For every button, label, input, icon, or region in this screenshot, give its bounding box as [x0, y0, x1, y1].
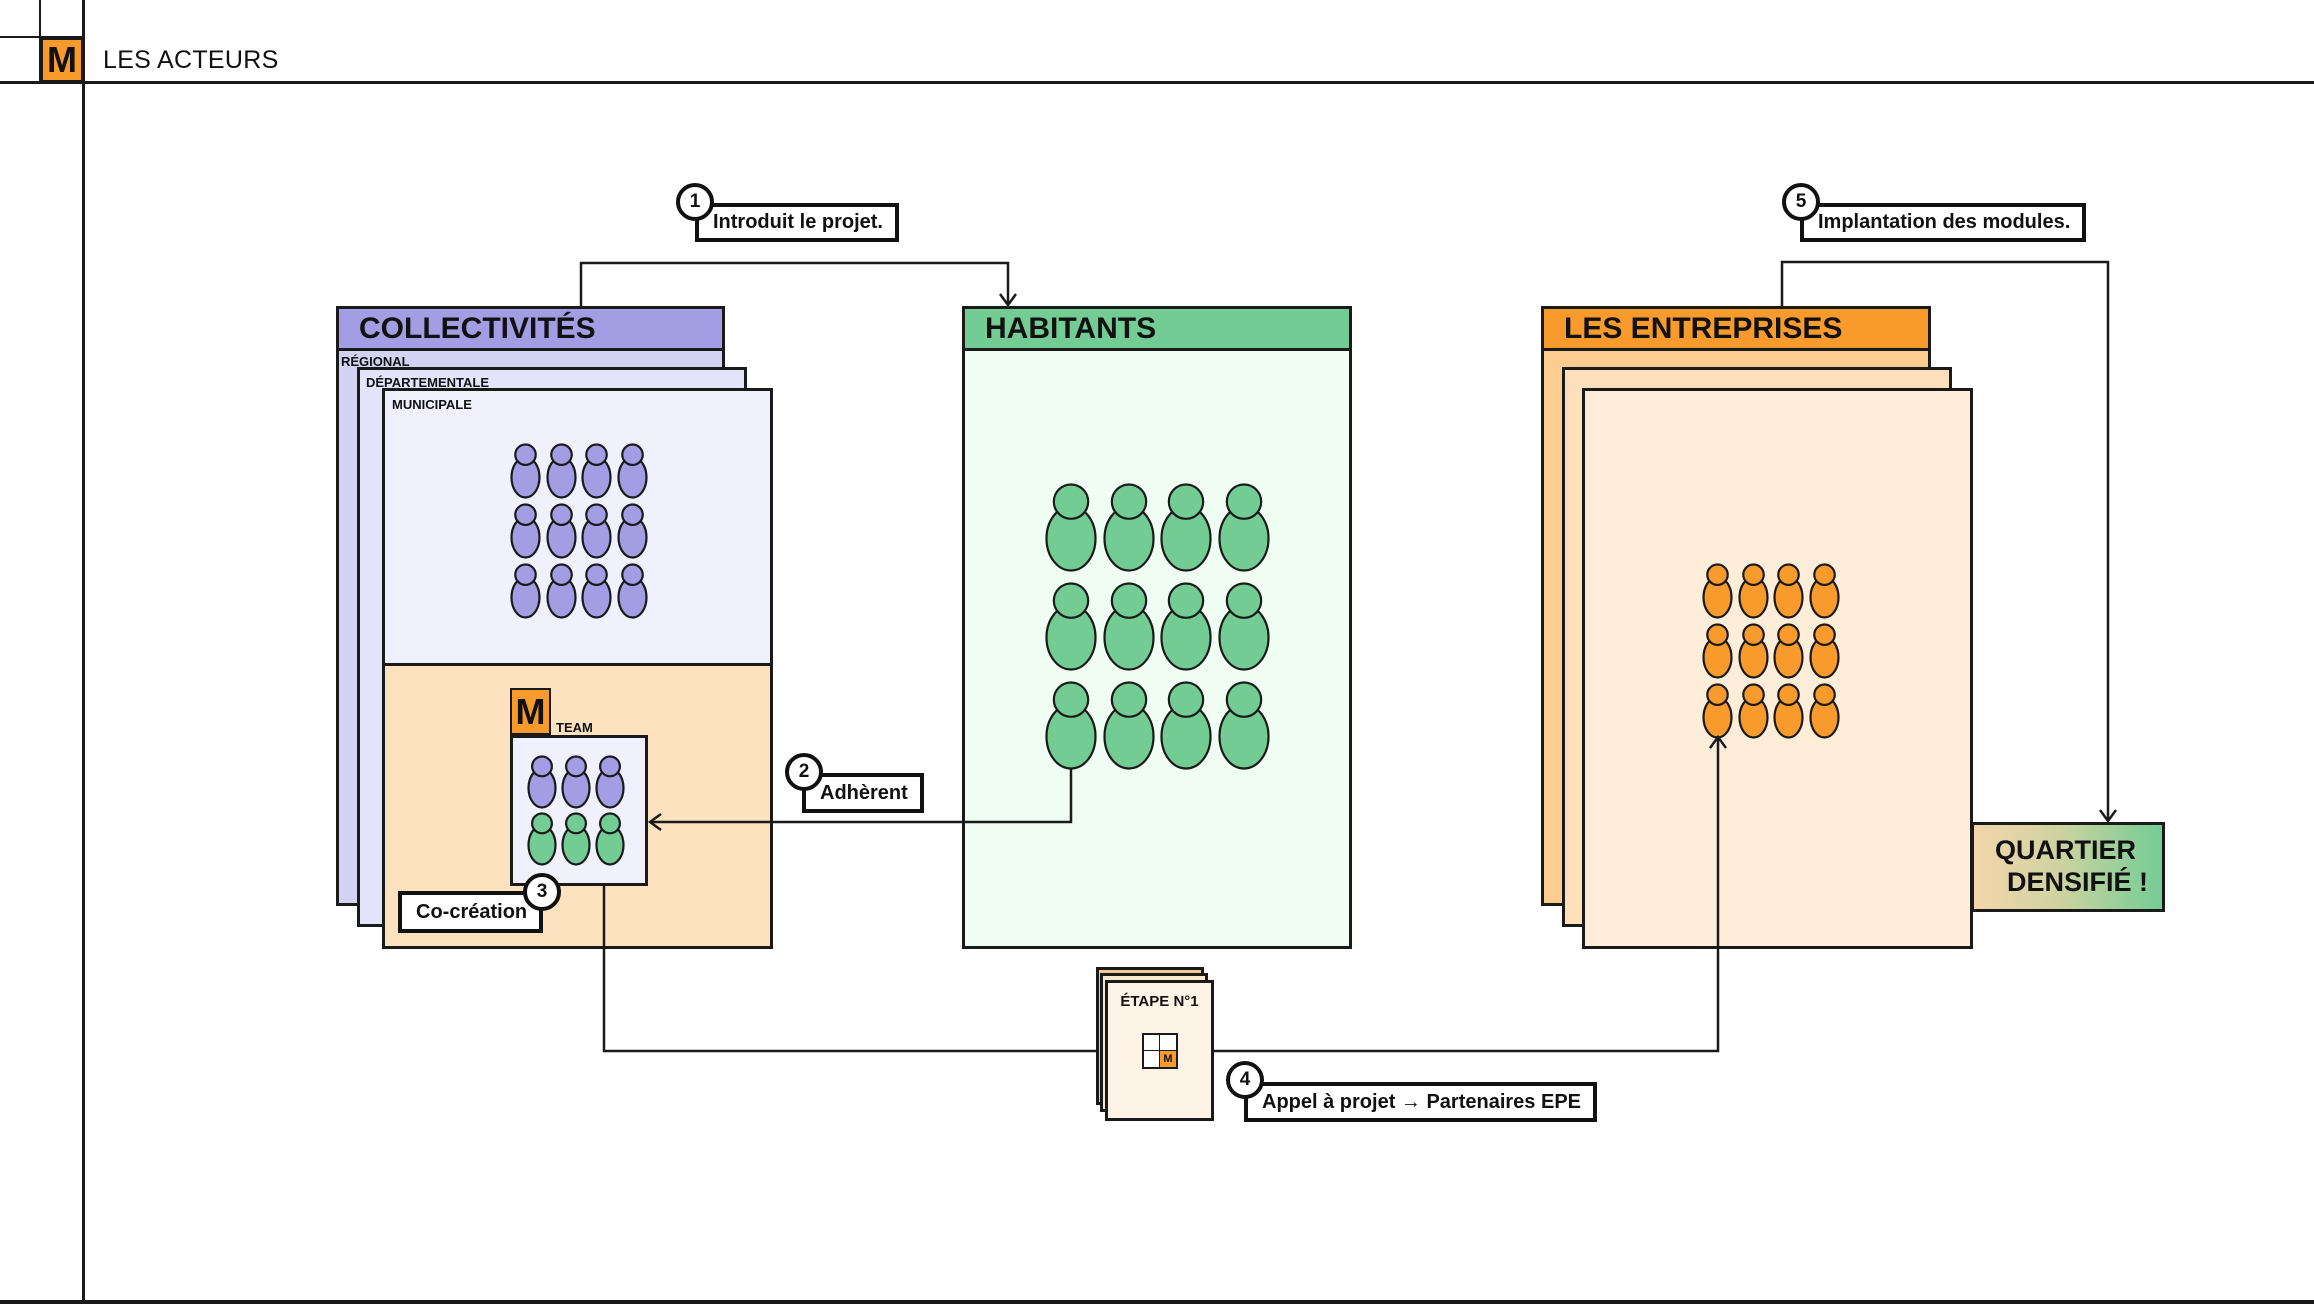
habitants-person-icon [1160, 582, 1212, 676]
level-regional: RÉGIONAL [341, 354, 410, 369]
collectivites-title: COLLECTIVITÉS [359, 311, 596, 345]
collectivites-person-icon [581, 503, 612, 564]
habitants-person-icon [1102, 483, 1155, 577]
habitants-person-icon [1045, 681, 1097, 775]
entreprises-person-icon [1702, 683, 1733, 744]
step-3-label: Co-création [398, 891, 544, 933]
level-municipale: MUNICIPALE [392, 397, 472, 412]
collectivites-person-icon [581, 563, 612, 624]
frame-line-header [0, 81, 2314, 84]
habitants-person-icon [1217, 483, 1270, 577]
quartier-densifie-box: QUARTIER DENSIFIÉ ! [1971, 822, 2165, 912]
habitants-title: HABITANTS [985, 311, 1157, 345]
step-5-label: Implantation des modules. [1800, 203, 2087, 242]
habitants-person-icon [1102, 582, 1155, 676]
team-person-icon [527, 755, 557, 814]
habitants-person-icon [1217, 681, 1270, 775]
frame-line-bottom [0, 1300, 2314, 1304]
step-2-label: Adhèrent [802, 773, 924, 813]
document-front-page: ÉTAPE N°1 M [1105, 980, 1214, 1121]
step-4-label: Appel à projet → Partenaires EPE [1244, 1082, 1597, 1122]
team-person-icon [561, 812, 591, 871]
collectivites-person-icon [616, 443, 648, 504]
arrowhead-step-1 [998, 293, 1018, 308]
brand-logo-letter: M [47, 39, 77, 80]
collectivites-person-icon [510, 563, 541, 624]
connector-step-1 [579, 261, 1010, 306]
quartier-line-2: DENSIFIÉ ! [2006, 867, 2148, 897]
step-3-number: 3 [523, 873, 561, 911]
entreprises-person-icon [1702, 563, 1733, 624]
entreprises-person-icon [1773, 683, 1804, 744]
document-grid-icon: M [1142, 1033, 1178, 1069]
team-person-icon [527, 812, 557, 871]
collectivites-header: COLLECTIVITÉS [339, 309, 722, 351]
team-person-icon [595, 755, 625, 814]
habitants-person-icon [1102, 681, 1155, 775]
step-2-number: 2 [785, 753, 823, 791]
frame-line-top-left [0, 36, 84, 38]
collectivites-person-icon [510, 503, 541, 564]
team-person-icon [595, 812, 625, 871]
habitants-header: HABITANTS [965, 309, 1349, 351]
step-5-number: 5 [1782, 183, 1820, 221]
entreprises-person-icon [1808, 563, 1840, 624]
entreprises-person-icon [1773, 563, 1804, 624]
quartier-line-1: QUARTIER [1995, 835, 2136, 866]
level-departementale: DÉPARTEMENTALE [366, 375, 490, 390]
team-person-icon [561, 755, 591, 814]
step-1-number: 1 [676, 183, 714, 221]
habitants-person-icon [1217, 582, 1270, 676]
collectivites-person-icon [545, 443, 577, 504]
entreprises-person-icon [1737, 623, 1769, 684]
team-label: TEAM [556, 720, 593, 735]
entreprises-title: LES ENTREPRISES [1564, 311, 1843, 345]
document-logo: M [1160, 1051, 1176, 1067]
document-logo-letter: M [1163, 1053, 1173, 1065]
habitants-person-icon [1045, 582, 1097, 676]
entreprises-person-icon [1737, 683, 1769, 744]
arrowhead-step-5 [2098, 809, 2118, 824]
collectivites-person-icon [510, 443, 541, 504]
step-1-label: Introduit le projet. [695, 203, 899, 242]
page-title: LES ACTEURS [103, 46, 279, 74]
collectivites-person-icon [545, 503, 577, 564]
entreprises-person-icon [1702, 623, 1733, 684]
entreprises-header: LES ENTREPRISES [1544, 309, 1928, 351]
entreprises-person-icon [1773, 623, 1804, 684]
step-4-number: 4 [1226, 1061, 1264, 1099]
frame-line-left-thin [39, 0, 41, 83]
brand-logo: M [41, 38, 83, 82]
entreprises-person-icon [1808, 683, 1840, 744]
frame-line-left [82, 0, 85, 1304]
entreprises-person-icon [1808, 623, 1840, 684]
collectivites-person-icon [616, 503, 648, 564]
entreprises-person-icon [1737, 563, 1769, 624]
team-logo-letter: M [515, 690, 546, 732]
habitants-person-icon [1160, 681, 1212, 775]
habitants-panel: HABITANTS [962, 306, 1352, 949]
habitants-person-icon [1160, 483, 1212, 577]
habitants-person-icon [1045, 483, 1097, 577]
document-title: ÉTAPE N°1 [1120, 993, 1199, 1010]
collectivites-person-icon [545, 563, 577, 624]
collectivites-person-icon [581, 443, 612, 504]
collectivites-person-icon [616, 563, 648, 624]
team-logo: M [510, 688, 551, 735]
